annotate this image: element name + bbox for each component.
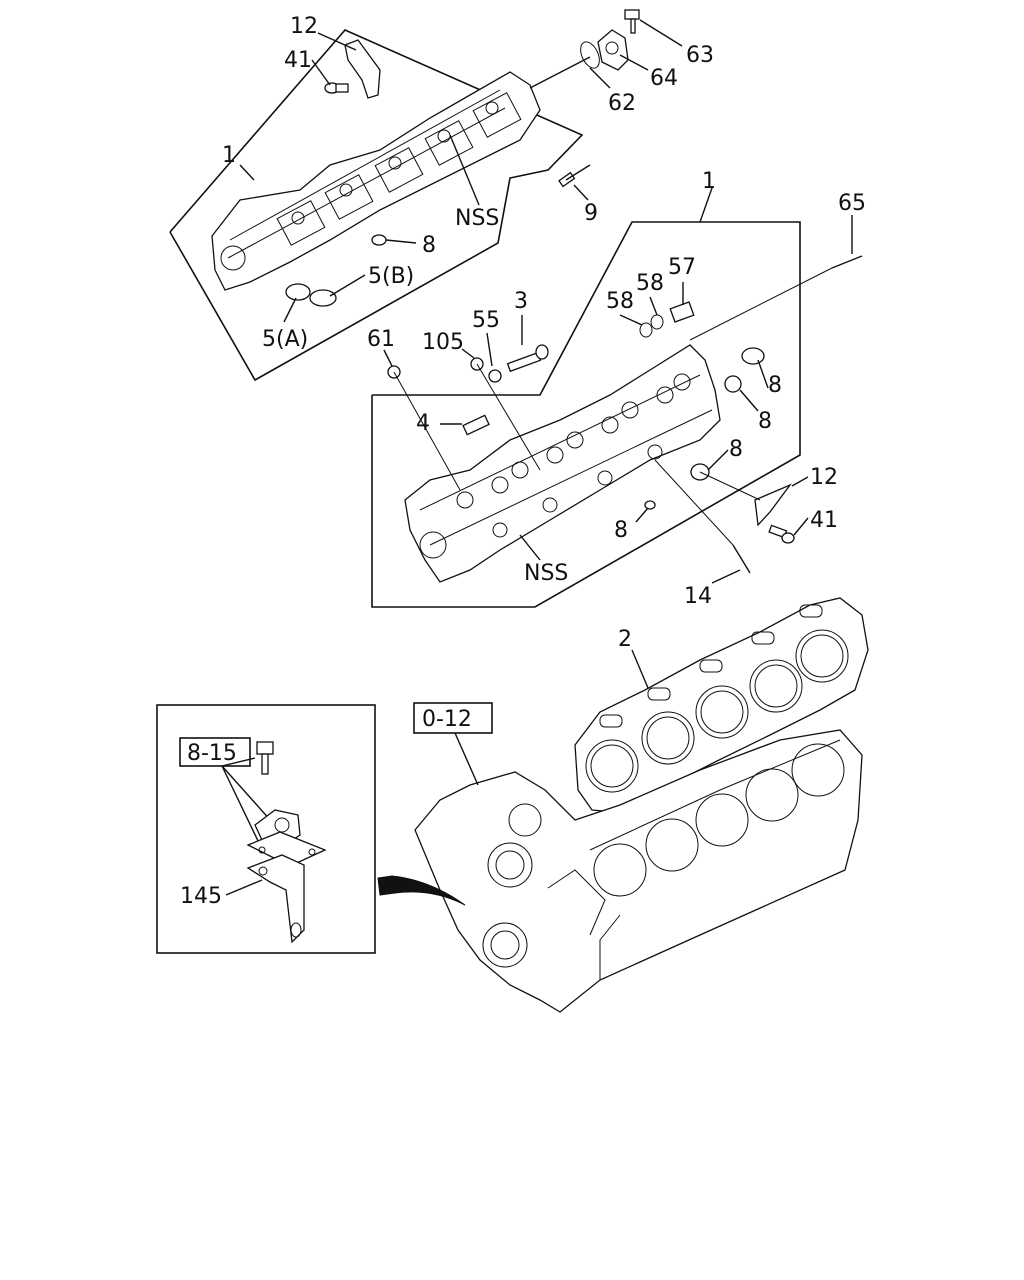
callout-5a: 5(A) [262, 327, 308, 352]
stud-14 [654, 459, 751, 574]
bolt-63 [624, 9, 640, 34]
o-ring-58-a [639, 322, 653, 338]
upper-leader-lines [239, 19, 683, 323]
bracket-12-upper [344, 39, 381, 99]
callout-41-upper: 41 [284, 48, 312, 73]
inset-detail: 8-15 145 [156, 704, 376, 954]
callout-2-gasket: 2 [618, 627, 632, 652]
callout-1-upper: 1 [222, 143, 236, 168]
bracket-145 [246, 854, 305, 944]
callout-ref-8-15: 8-15 [187, 741, 237, 766]
lower-leader-lines [383, 187, 853, 584]
callout-12-lower: 12 [810, 465, 838, 490]
callout-8-lower-d: 8 [614, 518, 628, 543]
lower-group-outline [371, 221, 801, 608]
bolt-41-lower [768, 524, 795, 544]
plug-8-b [724, 375, 742, 393]
lower-head-valve-seats [419, 373, 691, 559]
callout-4: 4 [416, 411, 430, 436]
pin-4 [462, 414, 490, 436]
bracket-12-lower [754, 483, 792, 527]
o-ring-62 [580, 41, 600, 69]
lower-cylinder-head [404, 344, 721, 583]
ref-box-8-15 [179, 737, 251, 767]
inset-frame [156, 704, 376, 954]
callout-1-lower: 1 [702, 169, 716, 194]
cover-64 [597, 29, 629, 71]
stud-9 [558, 164, 591, 188]
callout-61: 61 [367, 327, 395, 352]
callout-nss-upper: NSS [455, 206, 499, 231]
plug-8-d [644, 500, 656, 510]
plug-8-a [741, 347, 765, 365]
callout-ref-0-12: 0-12 [422, 707, 472, 732]
lower-cylinder-head-group: 1 65 57 58 58 3 55 105 61 8 8 4 8 12 41 … [367, 169, 866, 609]
bolt-41-upper [324, 82, 349, 94]
ref-box-0-12 [413, 702, 493, 734]
engine-block-group: 0-12 [377, 702, 863, 1013]
fitting-57 [669, 301, 695, 323]
bolt-3 [506, 344, 549, 373]
callout-9: 9 [584, 201, 598, 226]
plug-8-upper [371, 234, 387, 246]
upper-group-outline [169, 29, 584, 382]
upper-cylinder-head-group: 12 41 1 63 64 62 9 NSS 8 5(B) 5(A) [169, 9, 714, 382]
stud-65 [689, 255, 863, 341]
callout-105: 105 [422, 330, 464, 355]
upper-cylinder-head [211, 71, 541, 291]
callout-12-upper: 12 [290, 14, 318, 39]
callout-65: 65 [838, 191, 866, 216]
seal-5a [285, 283, 311, 301]
callout-145: 145 [180, 884, 222, 909]
callout-64: 64 [650, 66, 678, 91]
callout-41-lower: 41 [810, 508, 838, 533]
callout-8-lower-c: 8 [729, 437, 743, 462]
seal-5b [309, 289, 337, 307]
callout-8-upper: 8 [422, 233, 436, 258]
washer-55 [488, 369, 502, 383]
block-bores [482, 743, 845, 968]
callout-5b: 5(B) [368, 264, 414, 289]
callout-8-lower-a: 8 [768, 373, 782, 398]
reference-arrow [377, 875, 466, 906]
gasket-bores [585, 604, 849, 793]
callout-3: 3 [514, 289, 528, 314]
callout-55: 55 [472, 308, 500, 333]
callout-62: 62 [608, 91, 636, 116]
callout-63: 63 [686, 43, 714, 68]
o-ring-58-b [650, 314, 664, 330]
callout-14: 14 [684, 584, 712, 609]
callout-58-b: 58 [606, 289, 634, 314]
callout-58-a: 58 [636, 271, 664, 296]
callout-57: 57 [668, 255, 696, 280]
callout-nss-lower: NSS [524, 561, 568, 586]
inset-bolt [256, 741, 274, 775]
callout-8-lower-b: 8 [758, 409, 772, 434]
